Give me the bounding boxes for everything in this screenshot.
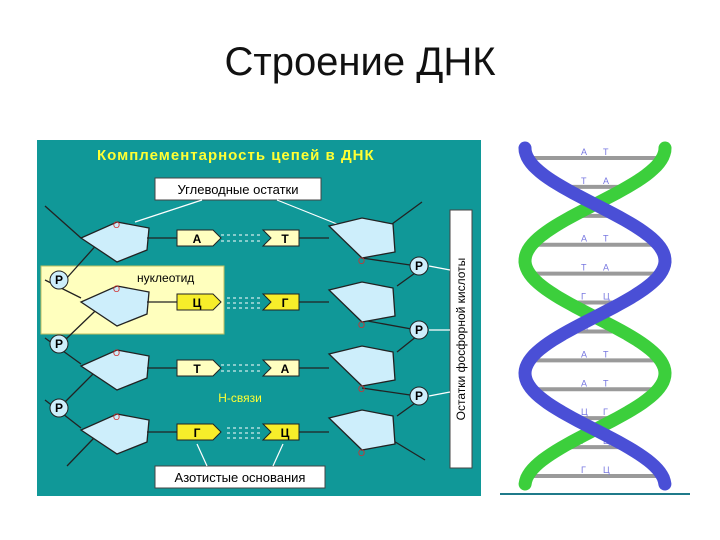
svg-text:P: P	[55, 273, 63, 287]
svg-text:Ц: Ц	[193, 296, 202, 310]
nucleotide-label: нуклеотид	[137, 271, 194, 285]
sugar-pentagon	[327, 281, 396, 323]
rung-left-base: А	[581, 234, 587, 244]
base-left	[176, 293, 222, 311]
carbohydrate-label: Углеводные остатки	[178, 182, 299, 197]
carbohydrate-label-box	[154, 177, 322, 201]
left-sugars	[79, 221, 150, 455]
phosphate-label-box	[449, 209, 473, 469]
rung-right-base: А	[603, 176, 609, 186]
sugar-atom: О	[113, 348, 120, 358]
rung-right-base: Т	[603, 349, 609, 359]
sugar-atom: О	[113, 284, 120, 294]
svg-text:Г: Г	[194, 426, 201, 440]
rung-left-base: Ц	[581, 407, 588, 417]
rung-right-base: Ц	[603, 292, 610, 302]
base-right	[261, 359, 300, 377]
svg-text:А: А	[281, 362, 290, 376]
slide-title: Строение ДНК	[224, 40, 496, 84]
svg-text:Т: Т	[193, 362, 201, 376]
sugar-atom: О	[358, 320, 365, 330]
rung-left-base: Т	[581, 263, 587, 273]
rung-right-base: Т	[603, 378, 609, 388]
rung-left-base: А	[581, 349, 587, 359]
rung-right-base: Т	[603, 234, 609, 244]
sugar-atom: О	[113, 412, 120, 422]
sugar-atom: О	[358, 448, 365, 458]
base-pair-1: А Т	[147, 229, 329, 247]
diagram-heading: Комплементарность цепей в ДНК	[97, 147, 375, 164]
rung-left-base: Г	[581, 292, 586, 302]
base-pair-3: Т А	[147, 359, 329, 377]
sugar-atom: О	[113, 220, 120, 230]
rung-right-base: Ц	[603, 465, 610, 475]
svg-text:P: P	[55, 401, 63, 415]
base-left	[176, 359, 222, 377]
base-right	[261, 293, 300, 311]
svg-text:А: А	[193, 232, 202, 246]
svg-text:P: P	[415, 389, 423, 403]
sugar-oxygen-labels: О О О О О О О О	[113, 220, 365, 458]
svg-text:Ц: Ц	[281, 426, 290, 440]
bases-label-box	[154, 465, 326, 489]
rung-left-base: А	[581, 147, 587, 157]
rung-right-base: Т	[603, 147, 609, 157]
sugar-pentagon	[327, 217, 396, 259]
rung-left-base: Г	[581, 465, 586, 475]
sugar-pentagon	[327, 345, 396, 387]
base-pair-2: Ц Г	[147, 293, 329, 311]
rung-right-base: А	[603, 263, 609, 273]
rung-left-base: Т	[581, 176, 587, 186]
svg-text:Г: Г	[282, 296, 289, 310]
base-right	[261, 423, 300, 441]
svg-text:P: P	[415, 259, 423, 273]
svg-text:P: P	[415, 323, 423, 337]
phosphate-groups: P P P P P P	[49, 256, 429, 418]
hbond-label: Н-связи	[218, 391, 262, 405]
sugar-pentagon	[79, 221, 150, 263]
sugar-atom: О	[358, 384, 365, 394]
rung-left-base: А	[581, 378, 587, 388]
sugar-pentagon	[79, 413, 150, 455]
sugar-atom: О	[358, 256, 365, 266]
phosphate-label: Остатки фосфорной кислоты	[454, 258, 468, 421]
helix-strand-blue	[518, 141, 672, 491]
svg-text:P: P	[55, 337, 63, 351]
base-left	[176, 423, 222, 441]
rung-right-base: Г	[603, 407, 608, 417]
sugar-pentagon	[79, 349, 150, 391]
sugar-pentagon	[327, 409, 396, 451]
svg-text:Т: Т	[281, 232, 289, 246]
dna-complementarity-diagram: Комплементарность цепей в ДНК Углеводные…	[37, 140, 481, 496]
right-sugars	[327, 217, 396, 451]
bases-label: Азотистые основания	[175, 470, 306, 485]
base-right	[261, 229, 300, 247]
sugar-pentagon	[79, 285, 150, 327]
base-left	[176, 229, 222, 247]
base-pair-4: Г Ц	[147, 423, 329, 441]
